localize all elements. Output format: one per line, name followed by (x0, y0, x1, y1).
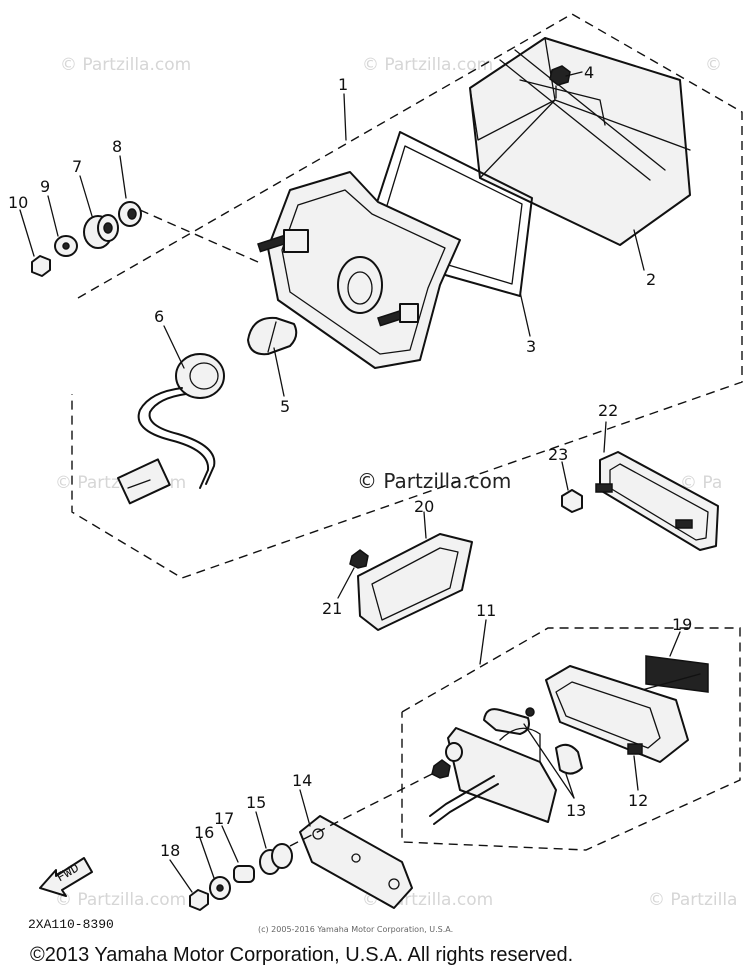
watermark: © Partzilla.com (55, 890, 186, 910)
grommet-7 (83, 214, 119, 249)
washer-16 (209, 876, 231, 900)
leader-lines (19, 71, 681, 893)
bracket-14 (299, 815, 413, 909)
diagram-code: 2XA110-8390 (28, 917, 114, 932)
tail-lens (469, 37, 691, 246)
callout-16: 16 (194, 823, 214, 842)
callout-12: 12 (628, 791, 648, 810)
callout-2: 2 (646, 270, 656, 289)
assembly-outline-11 (401, 627, 741, 851)
reflector-20 (357, 533, 473, 631)
reflector-22 (595, 451, 719, 551)
callout-5: 5 (280, 397, 290, 416)
callout-20: 20 (414, 497, 434, 516)
nut-23 (561, 489, 583, 513)
callout-19: 19 (672, 615, 692, 634)
callout-22: 22 (598, 401, 618, 420)
grommet-15 (259, 843, 293, 875)
nut-18 (189, 889, 209, 911)
callout-10: 10 (8, 193, 28, 212)
socket-cord (117, 353, 225, 505)
callout-18: 18 (160, 841, 180, 860)
callout-14: 14 (292, 771, 312, 790)
callout-3: 3 (526, 337, 536, 356)
watermark: © Partzilla (648, 890, 737, 910)
callout-15: 15 (246, 793, 266, 812)
fine-print: (c) 2005-2016 Yamaha Motor Corporation, … (258, 925, 453, 934)
bulb (247, 316, 298, 356)
nut-4 (549, 65, 571, 99)
callout-8: 8 (112, 137, 122, 156)
callout-1: 1 (338, 75, 348, 94)
watermark: © Pa (680, 473, 722, 493)
copyright-notice: ©2013 Yamaha Motor Corporation, U.S.A. A… (30, 944, 574, 966)
nut-10 (31, 255, 51, 277)
washer-9 (54, 235, 78, 257)
lamp-base (257, 171, 461, 369)
watermark: © (705, 55, 722, 75)
label-19 (645, 655, 709, 693)
callout-9: 9 (40, 177, 50, 196)
callout-21: 21 (322, 599, 342, 618)
watermark: © Partzilla.com (362, 55, 493, 75)
callout-7: 7 (72, 157, 82, 176)
license-lamp-base (429, 727, 557, 825)
watermark: © Partzilla.com (60, 55, 191, 75)
callout-23: 23 (548, 445, 568, 464)
callout-13: 13 (566, 801, 586, 820)
assembly-outline-1 (71, 13, 743, 579)
collar-8 (118, 201, 142, 227)
lamp-bulbs (483, 707, 583, 775)
callout-17: 17 (214, 809, 234, 828)
callout-11: 11 (476, 601, 496, 620)
nut-21 (349, 549, 369, 569)
collar-17 (233, 865, 255, 883)
callout-4: 4 (584, 63, 594, 82)
license-lamp-lens (545, 665, 689, 763)
watermark-center: © Partzilla.com (357, 469, 511, 493)
callout-6: 6 (154, 307, 164, 326)
